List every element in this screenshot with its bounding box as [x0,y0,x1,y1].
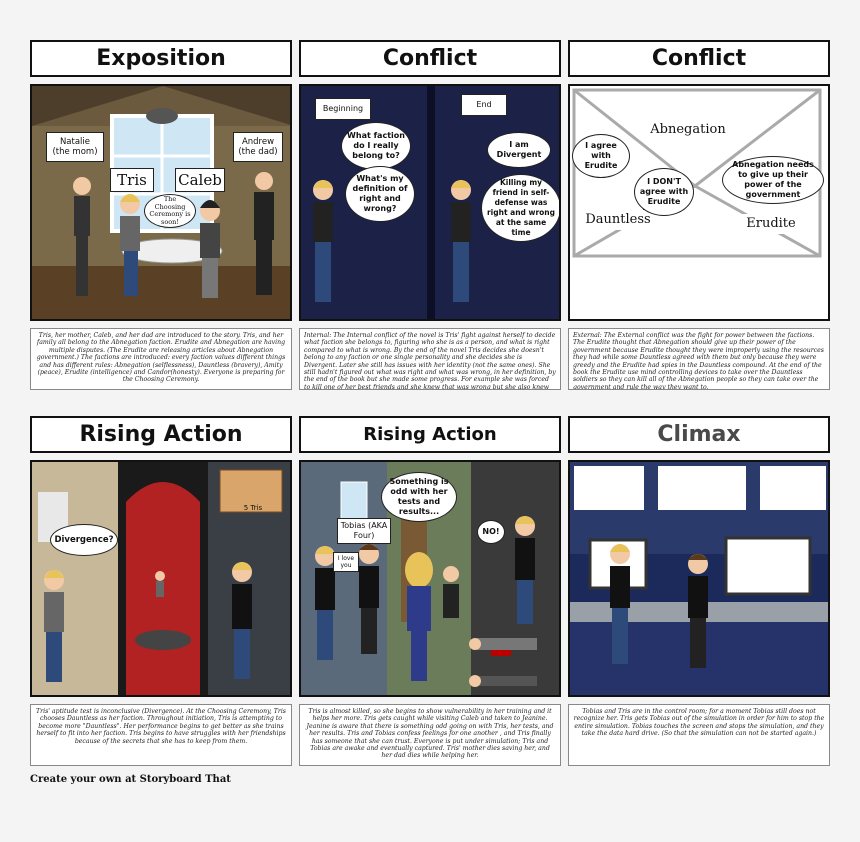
cell-title: Rising Action [30,416,292,453]
cell-title: Conflict [568,40,830,77]
external-conflict-panel: Abnegation Dauntless Erudite I agree wit… [568,84,830,321]
thought-bubble: Divergence? [50,524,118,556]
cell-title: Climax [568,416,830,453]
panel-label: End [461,94,507,116]
speech-bubble: NO! [477,520,505,544]
thought-bubble: Something is odd with her tests and resu… [381,472,457,522]
thought-bubble: What faction do I really belong to? [341,122,411,170]
faction-label: Abnegation [642,120,734,140]
character-label: Andrew (the dad) [233,132,283,162]
thought-bubble: Killing my friend in self-defense was ri… [481,174,559,242]
rising-action-panel-1: Divergence? 5 Tris [30,460,292,697]
character-label: Caleb [175,168,225,192]
faction-label: Dauntless [582,210,654,230]
exposition-panel: Natalie (the mom) Andrew (the dad) Tris … [30,84,292,321]
thought-bubble: What's my definition of right and wrong? [345,166,415,222]
sign-text: 5 Tris [243,504,263,512]
character-label: Tris [110,168,154,192]
cell-description: Tris is almost killed, so she begins to … [299,704,561,766]
storyboard: Exposition Natalie (the mom) Andrew (the… [30,40,830,770]
thought-bubble: Abnegation needs to give up their power … [722,156,824,204]
cell-description: External: The External conflict was the … [568,328,830,390]
thought-bubble: I am Divergent [487,132,551,168]
cell-description: Internal: The Internal conflict of the n… [299,328,561,390]
faction-label: Erudite [738,214,804,234]
thought-bubble: I agree with Erudite [572,134,630,178]
climax-panel [568,460,830,697]
rising-action-panel-2: Tobias (AKA Four) I love you Something i… [299,460,561,697]
cell-description: Tris' aptitude test is inconclusive (Div… [30,704,292,766]
cell-description: Tobias and Tris are in the control room;… [568,704,830,766]
speech-bubble: I love you [333,552,359,572]
panel-label: Beginning [315,98,371,120]
cell-title: Rising Action [299,416,561,453]
internal-conflict-panel: Beginning End What faction do I really b… [299,84,561,321]
footer-credit[interactable]: Create your own at Storyboard That [30,774,231,785]
cell-description: Tris, her mother, Caleb, and her dad are… [30,328,292,390]
character-label: Natalie (the mom) [46,132,104,162]
cell-title: Exposition [30,40,292,77]
speech-bubble: The Choosing Ceremony is soon! [144,194,196,228]
character-label: Tobias (AKA Four) [337,518,391,544]
cell-title: Conflict [299,40,561,77]
thought-bubble: I DON'T agree with Erudite [634,168,694,216]
